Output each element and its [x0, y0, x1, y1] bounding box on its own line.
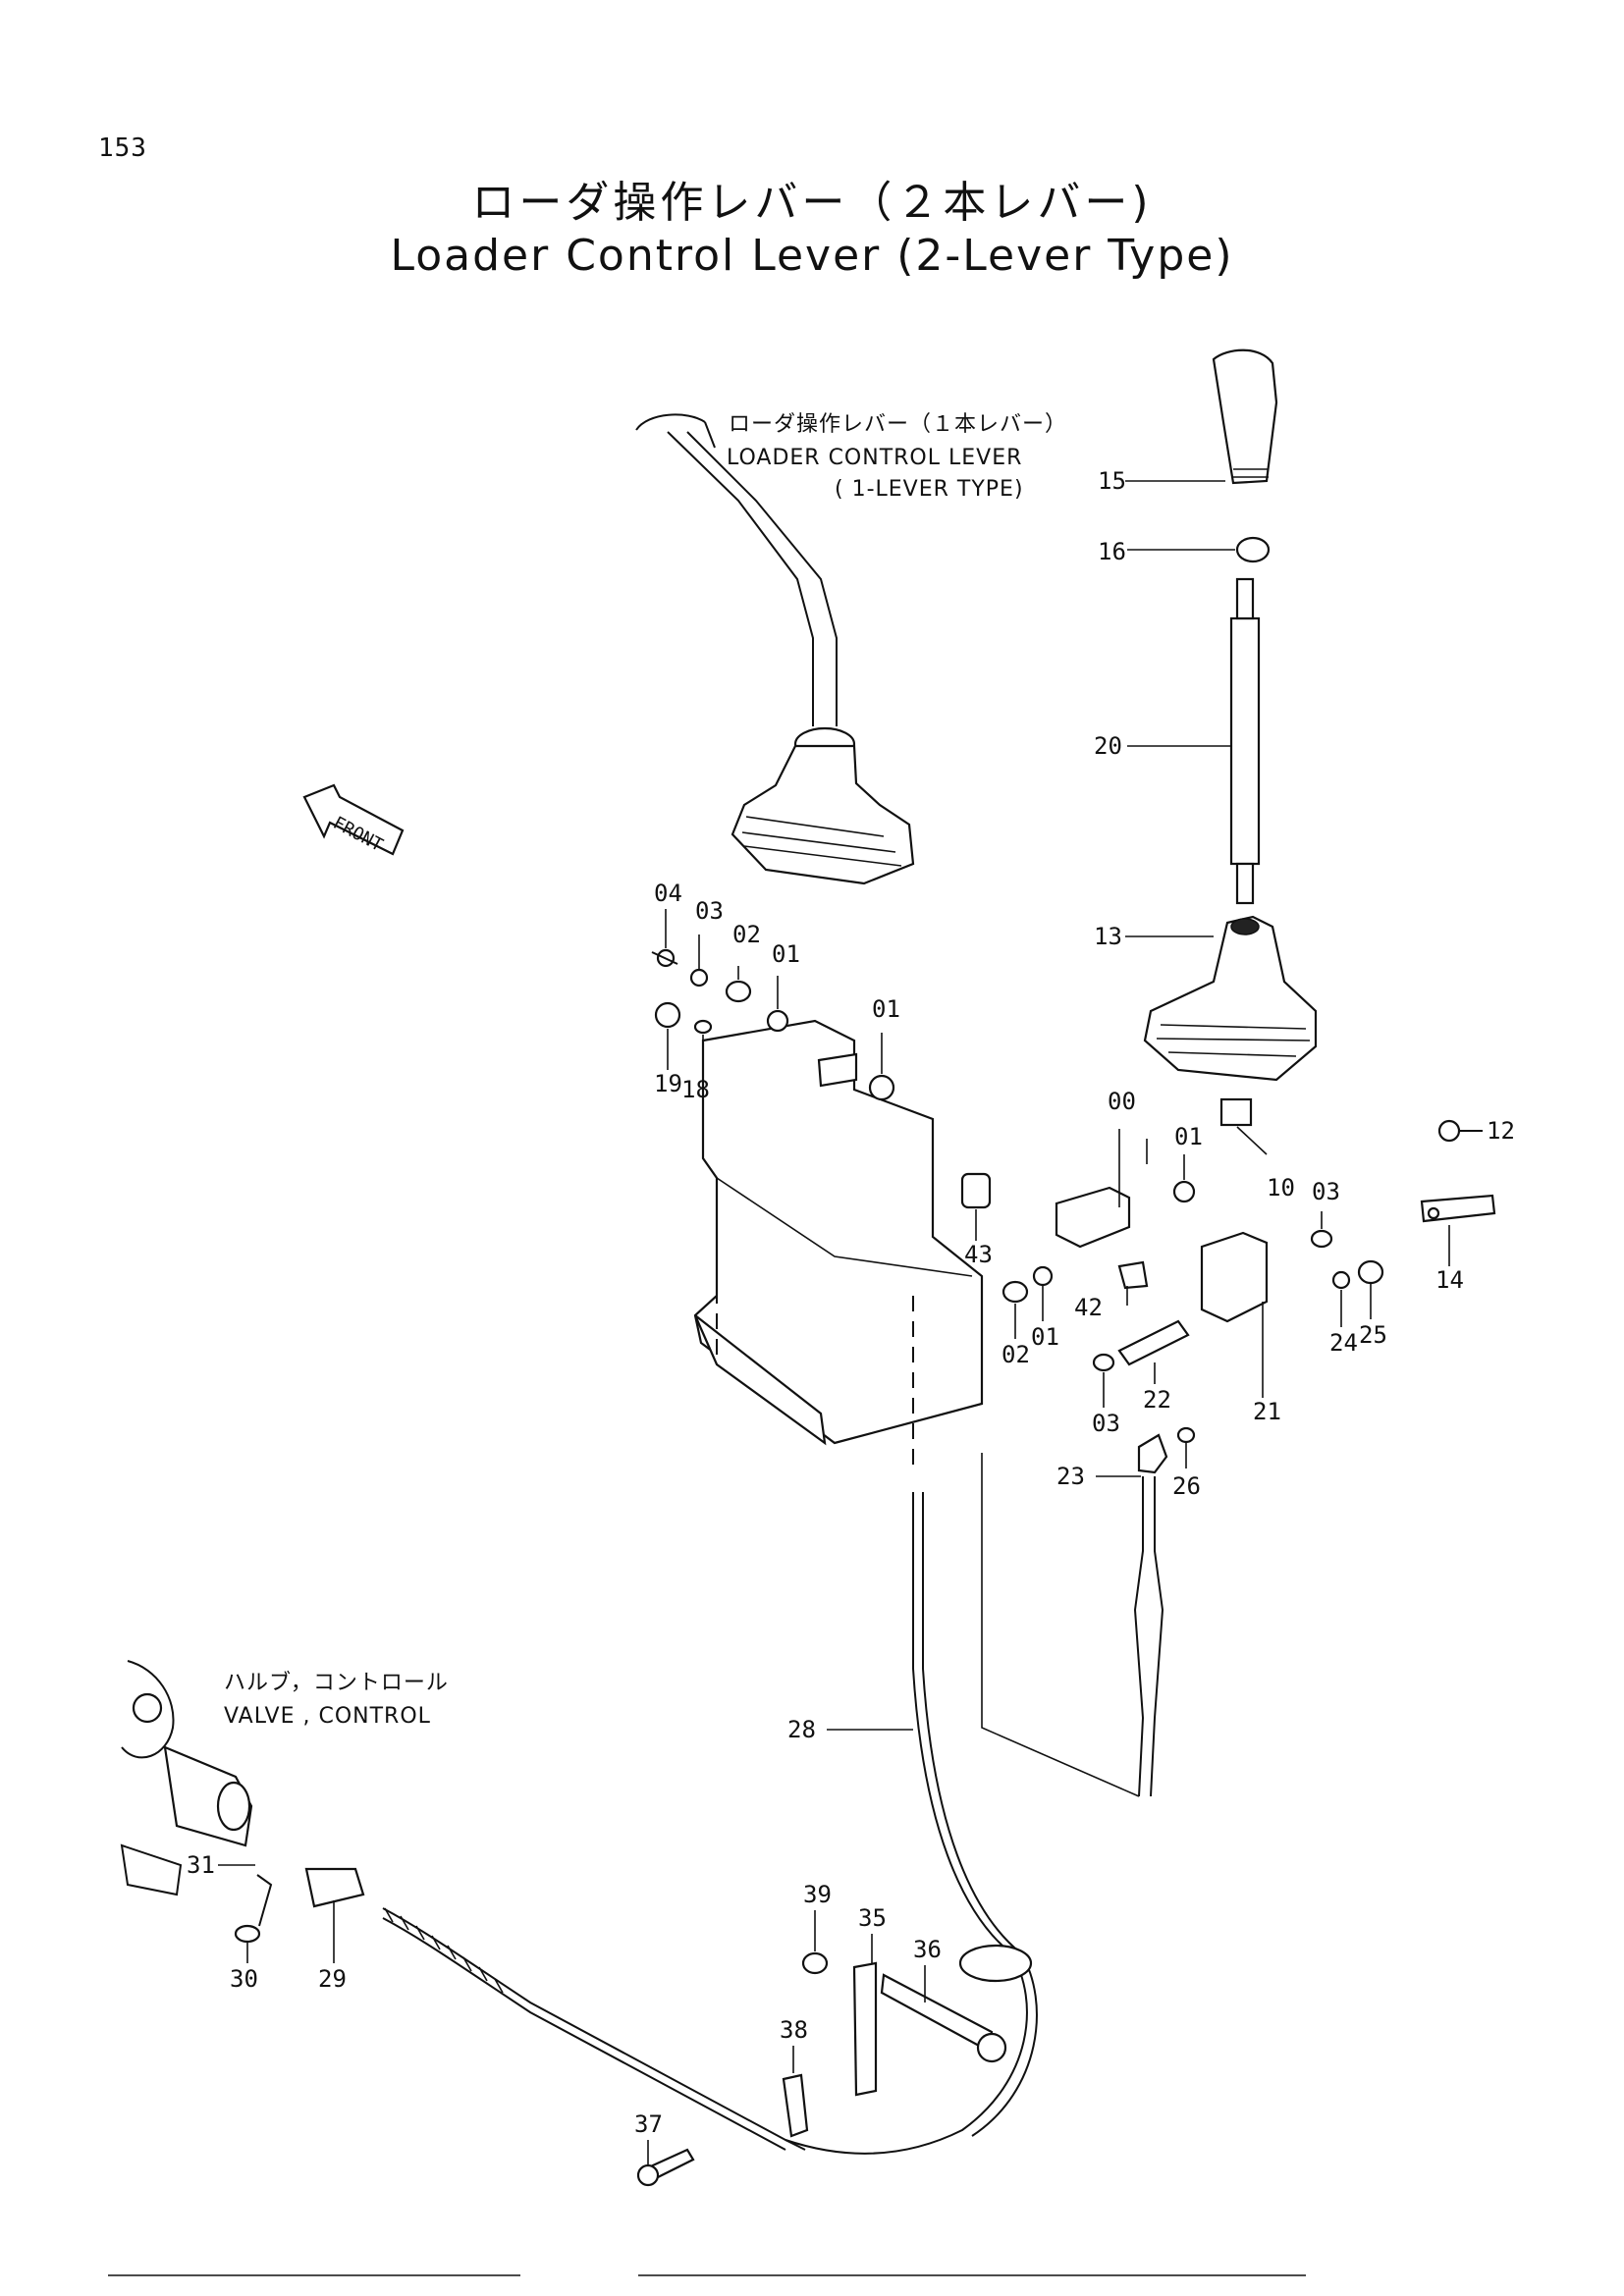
callout-26: 26	[1172, 1472, 1201, 1500]
callout-01-bracket: 01	[872, 995, 900, 1023]
clip-03c	[1092, 1353, 1115, 1372]
callout-35: 35	[858, 1904, 887, 1932]
link-00	[1055, 1186, 1131, 1249]
callout-03-lower: 03	[1092, 1410, 1120, 1437]
bushing-43	[960, 1172, 992, 1209]
bolt-36	[880, 1973, 994, 2054]
callout-12: 12	[1487, 1117, 1515, 1145]
nut-16	[1235, 536, 1271, 563]
callout-36: 36	[913, 1936, 942, 1963]
callout-30: 30	[230, 1965, 258, 1993]
clip-03b	[1310, 1229, 1333, 1249]
callout-43: 43	[964, 1241, 993, 1268]
page-title-english: Loader Control Lever (2-Lever Type)	[390, 231, 1234, 281]
nut-39	[801, 1951, 829, 1975]
control-valve-assembly	[120, 1660, 806, 2151]
callout-numbers: 15 16 20 13 12 14 04 03 02 01 01 19 18 0…	[187, 467, 1515, 2138]
callout-37: 37	[634, 2110, 663, 2138]
callout-25: 25	[1359, 1321, 1387, 1349]
elbow-23	[1137, 1433, 1168, 1474]
callout-04: 04	[654, 880, 682, 907]
bushing-01a	[766, 1009, 789, 1033]
callout-03-right: 03	[1312, 1178, 1340, 1205]
callout-39: 39	[803, 1881, 832, 1908]
bracket-21	[1200, 1231, 1269, 1323]
clevis-29	[304, 1867, 365, 1908]
callout-22: 22	[1143, 1386, 1171, 1414]
screw-12	[1437, 1119, 1461, 1143]
washer-18	[693, 1019, 713, 1035]
callout-01-link: 01	[1174, 1123, 1203, 1150]
pin-22	[1117, 1319, 1190, 1366]
clip-38	[782, 2073, 809, 2138]
washer-02b	[1001, 1280, 1029, 1304]
nut-19	[654, 1001, 681, 1029]
callout-03-top: 03	[695, 897, 724, 925]
nut-25	[1357, 1259, 1384, 1285]
single-lever-note-type: ( 1-LEVER TYPE)	[835, 477, 1024, 502]
valve-note-english: VALVE , CONTROL	[224, 1704, 431, 1729]
knob-15	[1212, 348, 1278, 485]
callout-15: 15	[1098, 467, 1126, 495]
callout-02-lower: 02	[1001, 1341, 1030, 1368]
callout-14: 14	[1435, 1266, 1464, 1294]
single-lever-note-japanese: ローダ操作レバー（１本レバー）	[729, 412, 1068, 437]
clip-03a	[689, 968, 709, 988]
callout-23: 23	[1056, 1463, 1085, 1490]
leader-lines	[218, 480, 1483, 2165]
callout-13: 13	[1094, 923, 1122, 950]
right-lever-stack	[1143, 348, 1496, 1223]
bushing-01c	[1172, 1180, 1196, 1203]
callout-20: 20	[1094, 732, 1122, 760]
callout-21: 21	[1253, 1398, 1281, 1425]
front-direction-arrow: FRONT	[302, 783, 405, 856]
bushing-01d	[1032, 1265, 1054, 1287]
callout-02-top: 02	[732, 921, 761, 948]
callout-31: 31	[187, 1851, 215, 1879]
nut-10	[1219, 1097, 1253, 1127]
callout-19: 19	[654, 1070, 682, 1097]
bushing-01b	[868, 1074, 895, 1101]
bracket-and-hardware	[651, 948, 1384, 1797]
callout-28: 28	[787, 1716, 816, 1743]
washer-24	[1331, 1270, 1351, 1290]
bolt-42	[1117, 1260, 1149, 1290]
callout-29: 29	[318, 1965, 347, 1993]
single-lever-assembly	[635, 413, 915, 885]
bracket-14	[1420, 1194, 1496, 1223]
cable-28	[785, 1453, 1140, 2155]
callout-01-top: 01	[772, 940, 800, 968]
mount-hardware	[636, 1951, 1007, 2187]
callout-24: 24	[1329, 1329, 1358, 1357]
rod-20	[1229, 616, 1261, 866]
callout-38: 38	[780, 2016, 808, 2044]
washer-26	[1176, 1426, 1196, 1444]
page-title-japanese: ローダ操作レバー（２本レバー)	[471, 178, 1153, 228]
callout-16: 16	[1098, 538, 1126, 565]
callout-01-lower: 01	[1031, 1323, 1059, 1351]
valve-note-japanese: ハルブ，コントロール	[224, 1671, 449, 1695]
callout-00: 00	[1108, 1088, 1136, 1115]
page-number: 153	[98, 133, 147, 163]
plate-35	[852, 1961, 878, 2097]
single-lever-note-english: LOADER CONTROL LEVER	[727, 446, 1023, 470]
pin-30	[234, 1924, 261, 1944]
clamp	[958, 1944, 1033, 1983]
callout-10: 10	[1267, 1174, 1295, 1201]
callout-42: 42	[1074, 1294, 1103, 1321]
callout-18: 18	[681, 1076, 710, 1103]
washer-02a	[725, 980, 752, 1003]
